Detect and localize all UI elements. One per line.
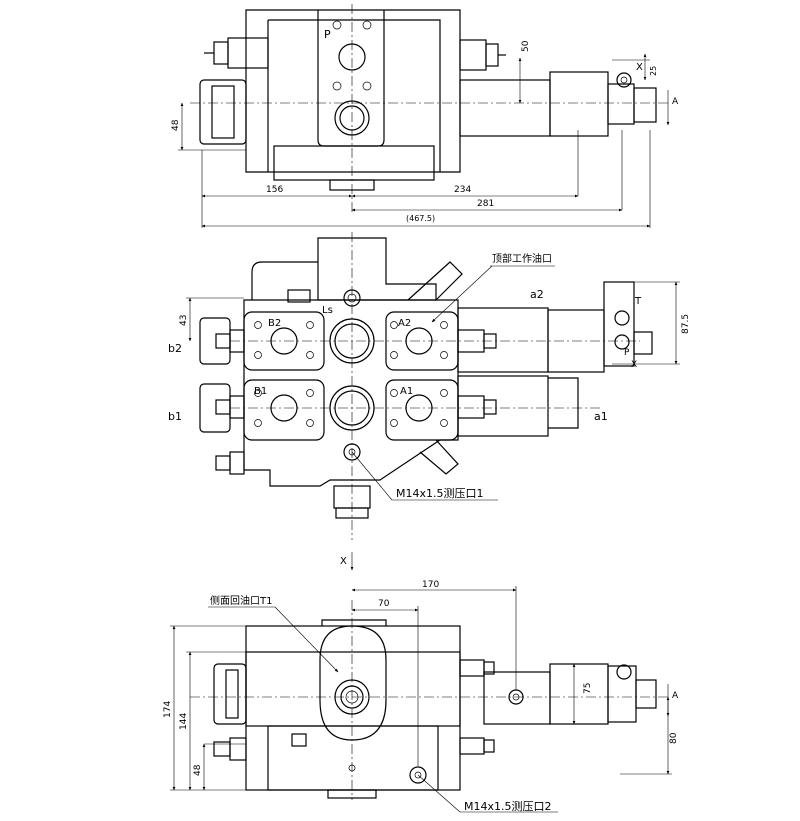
front-section-x: X [340,556,347,567]
side-dim-174: 174 [163,701,173,718]
front-bracket [407,261,463,301]
side-dim-144: 144 [179,713,189,730]
top-dim-234: 234 [454,185,471,195]
side-left-cap [213,663,247,725]
front-b2-inner: B2 [268,318,281,329]
side-t1-label: 侧面回油口T1 [210,594,272,607]
side-right-cylinder [549,663,609,725]
front-a1-right: a1 [594,410,608,423]
top-dim-25: 25 [649,66,658,76]
side-arrow-a: A [672,691,679,701]
top-dim-281: 281 [477,199,494,209]
front-view: 顶部工作油口 a2 Ls B2 A2 43 T 87.5 b2 B1 A1 P … [168,232,691,571]
front-dim-875: 87.5 [681,314,691,334]
top-left-cap [199,79,247,145]
front-b1-inner: B1 [254,386,267,397]
side-dim-70: 70 [378,599,390,609]
front-t-label: T [634,296,642,307]
top-body-outline [245,9,461,173]
top-dim-156: 156 [266,185,283,195]
side-test-port-2-label: M14x1.5测压口2 [464,800,552,813]
side-dim-170: 170 [422,580,439,590]
top-view: P 50 X 25 A 48 [171,4,679,228]
side-view: 侧面回油口T1 170 70 174 144 48 75 A 80 M14x1.… [163,580,679,813]
front-b1-left: b1 [168,410,182,423]
top-dim-48: 48 [171,119,181,131]
front-x-label: X [631,360,637,370]
top-arrow-a: A [672,97,679,107]
top-right-cylinder [549,71,609,137]
top-inner-body [267,19,441,172]
front-a2-right: a2 [530,288,544,301]
side-t1-plate [319,625,387,741]
front-b2-left: b2 [168,342,182,355]
side-dim-48: 48 [193,764,203,776]
top-dim-50: 50 [521,40,531,52]
top-dim-x: X [636,62,643,73]
front-p-label: P [624,348,630,358]
top-right-plug [633,87,657,123]
top-p-label: P [324,28,331,41]
top-left-nut-upper [227,37,269,69]
front-a1-inner: A1 [400,386,413,397]
top-dim-4675: (467.5) [406,214,435,223]
side-dim-80: 80 [669,732,679,744]
side-test-port-2 [409,766,427,784]
front-a2-inner: A2 [398,318,411,329]
front-dim-43: 43 [179,315,189,326]
side-dim-75: 75 [583,683,593,694]
front-left-cover [251,261,318,300]
front-plate-a1 [385,379,459,441]
front-top-work-port-label: 顶部工作油口 [492,252,552,265]
front-test-port-1-label: M14x1.5测压口1 [396,487,484,500]
front-ls-label: Ls [322,305,333,316]
